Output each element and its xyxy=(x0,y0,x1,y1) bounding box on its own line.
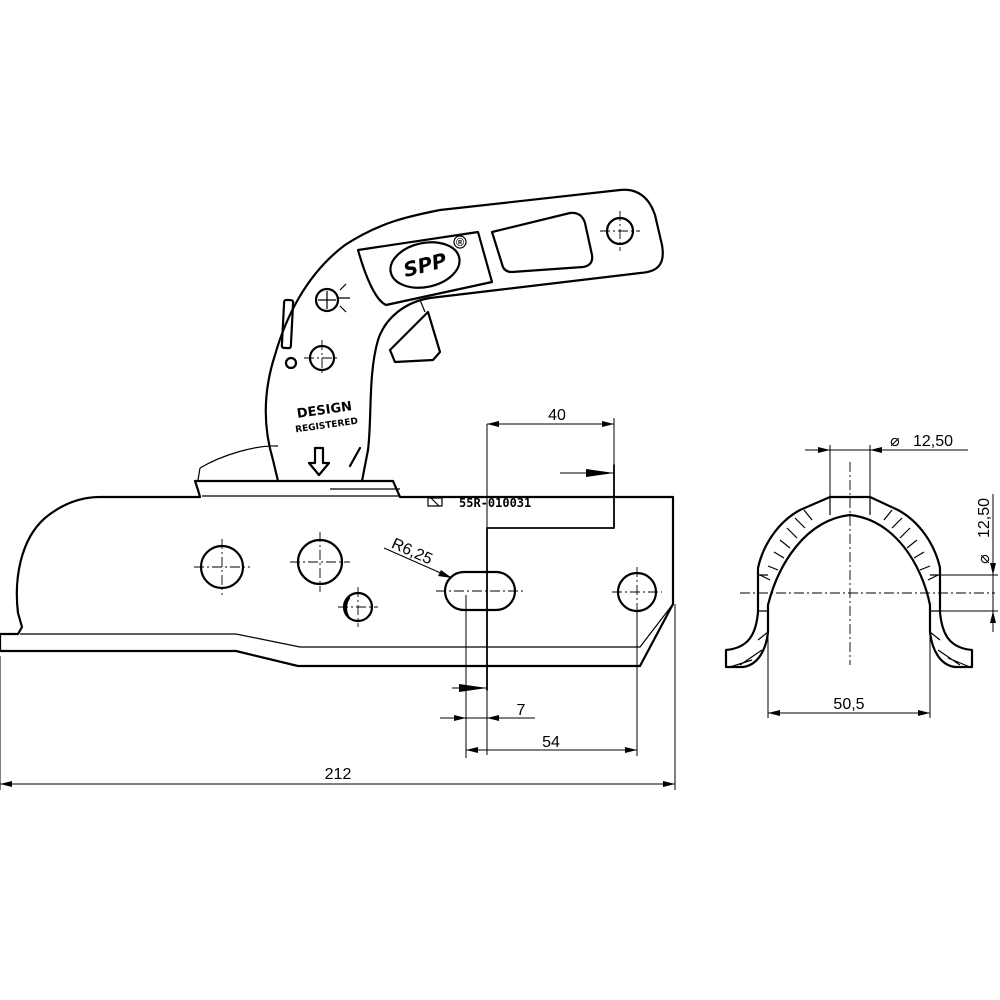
approval-code: 55R-010031 xyxy=(459,496,531,510)
coupling-body xyxy=(0,479,675,668)
dim-40: 40 xyxy=(548,407,566,424)
handle xyxy=(197,188,664,483)
approval-stamp: 55R-010031 xyxy=(427,496,565,510)
dim-hole-dia: 12,50 xyxy=(913,433,953,450)
section-dimensions xyxy=(767,445,998,718)
dia-symbol-1: ⌀ xyxy=(890,433,900,450)
dim-50-5: 50,5 xyxy=(833,696,864,713)
registered-mark: ® xyxy=(456,237,464,249)
dim-vertical-dia: 12,50 xyxy=(976,498,993,538)
dim-212: 212 xyxy=(325,766,352,783)
body-holes xyxy=(194,532,662,627)
brand-text: SPP xyxy=(401,248,450,282)
dim-54: 54 xyxy=(542,734,560,751)
dia-symbol-2: ⌀ xyxy=(976,554,993,564)
dim-radius: R6,25 xyxy=(389,535,435,568)
section-view xyxy=(724,462,995,669)
dim-7: 7 xyxy=(517,702,526,719)
dimension-lines xyxy=(0,418,676,790)
